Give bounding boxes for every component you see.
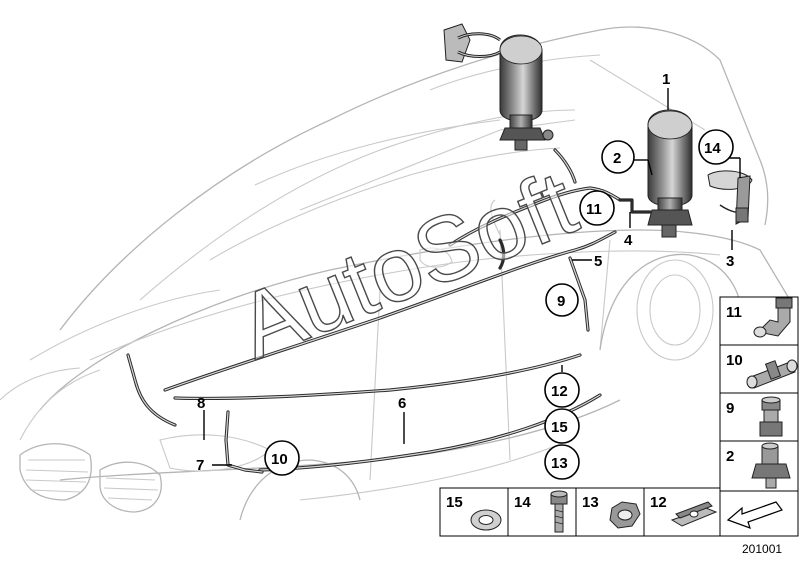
side-box-10: 10 <box>719 344 799 394</box>
straight-fitting-icon <box>759 396 783 437</box>
leader-lines <box>203 88 741 466</box>
svg-text:10: 10 <box>726 352 743 369</box>
tank-bracket-upper <box>443 23 501 63</box>
svg-text:12: 12 <box>650 494 667 511</box>
svg-text:14: 14 <box>514 494 531 511</box>
svg-text:15: 15 <box>551 419 568 436</box>
callout-13: 13 <box>544 444 580 480</box>
svg-text:15: 15 <box>446 494 463 511</box>
arrow-icon <box>726 501 783 529</box>
bolt-icon <box>550 490 568 533</box>
svg-text:AutoSoft: AutoSoft <box>224 152 589 379</box>
bottom-box-12: 12 <box>643 487 721 537</box>
callout-12: 12 <box>544 372 580 408</box>
callout-14: 14 <box>698 129 734 165</box>
callout-10: 10 <box>264 440 300 476</box>
nut-icon <box>609 501 641 529</box>
bottom-box-14: 14 <box>507 487 577 537</box>
svg-text:9: 9 <box>557 293 565 310</box>
watermark: AutoSoft <box>224 151 591 379</box>
washer-icon <box>470 509 502 531</box>
callout-11: 11 <box>579 190 615 226</box>
callout-15: 15 <box>544 408 580 444</box>
bottom-box-13: 13 <box>575 487 645 537</box>
svg-text:11: 11 <box>726 304 742 321</box>
gas-tank-upper <box>499 34 554 151</box>
tank-bracket-right <box>707 170 753 225</box>
gas-tank-right <box>647 109 693 238</box>
valve-fitting-icon <box>751 442 791 489</box>
callout-2: 2 <box>601 140 635 174</box>
callout-6: 6 <box>398 395 406 412</box>
svg-text:2: 2 <box>726 448 734 465</box>
diagram-id: 201001 <box>742 542 782 556</box>
callout-1: 1 <box>662 71 670 88</box>
callout-7: 7 <box>196 457 204 474</box>
svg-text:2: 2 <box>613 150 621 167</box>
callout-8: 8 <box>197 395 205 412</box>
svg-text:12: 12 <box>551 383 568 400</box>
direction-box <box>719 490 799 537</box>
svg-text:14: 14 <box>704 140 721 157</box>
callout-4: 4 <box>624 232 633 249</box>
callout-5: 5 <box>594 253 602 270</box>
svg-text:9: 9 <box>726 400 734 417</box>
svg-text:10: 10 <box>271 451 288 468</box>
tee-fitting-icon <box>746 359 798 389</box>
svg-text:13: 13 <box>582 494 599 511</box>
callout-3: 3 <box>726 253 734 270</box>
bottom-box-15: 15 <box>439 487 509 537</box>
clip-nut-icon <box>670 501 718 527</box>
side-box-11: 11 <box>719 296 799 346</box>
elbow-fitting-icon <box>753 297 793 338</box>
svg-text:11: 11 <box>586 201 602 218</box>
side-box-2: 2 <box>719 440 799 492</box>
callout-9: 9 <box>545 283 579 317</box>
side-box-9: 9 <box>719 392 799 442</box>
svg-text:13: 13 <box>551 455 568 472</box>
